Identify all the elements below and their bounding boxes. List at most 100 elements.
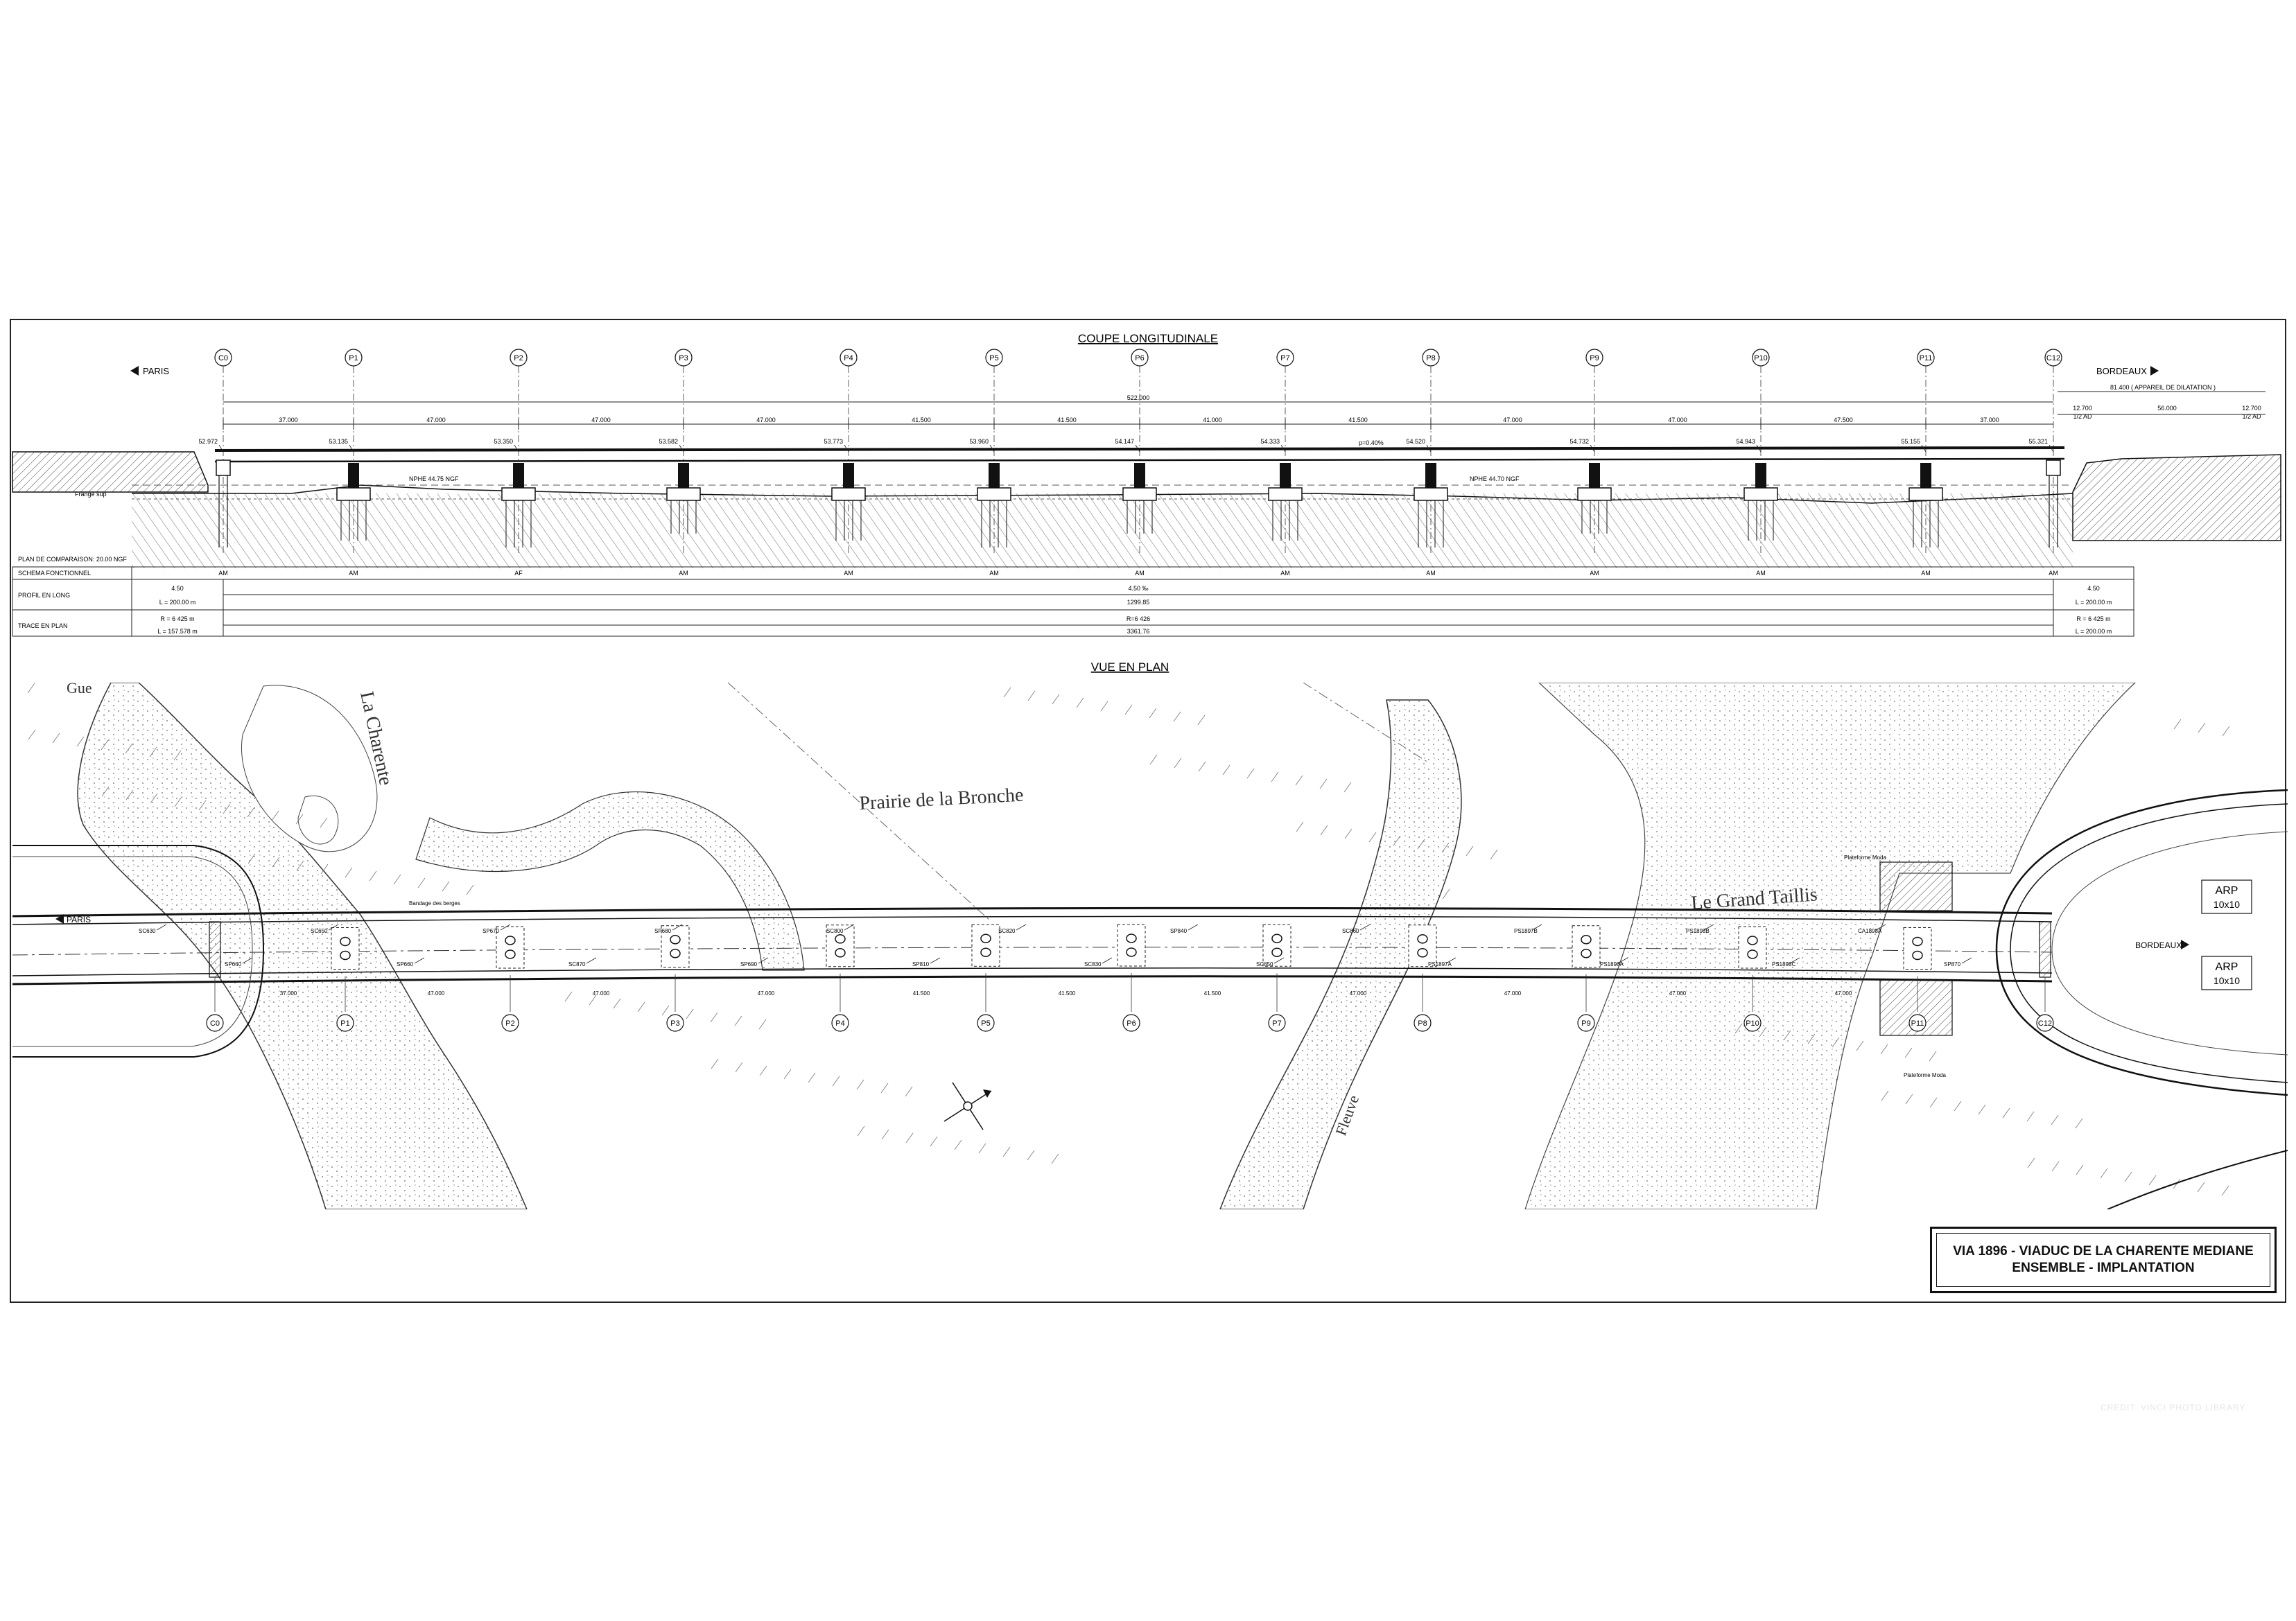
table-cell: AM: [1756, 570, 1766, 577]
deck-elevation: 54.520: [1406, 438, 1425, 445]
pier-column-plan: [1126, 934, 1137, 943]
plan-axis-label: P3: [670, 1019, 679, 1028]
spot-elevation-mark: [711, 1058, 719, 1069]
end-span-value: 12.700: [2242, 405, 2261, 412]
plan-axis-label: P1: [340, 1019, 349, 1028]
pier-column-plan: [1417, 934, 1428, 944]
dilatation-label: 81.400 ( APPAREIL DE DILATATION ): [2110, 384, 2216, 391]
spot-elevation-mark: [125, 743, 133, 754]
spot-elevation-mark: [1343, 782, 1352, 793]
spot-elevation-mark: [101, 739, 109, 751]
spot-elevation-mark: [783, 1069, 792, 1080]
table-cell-left: R = 6 425 m: [160, 615, 194, 622]
spot-elevation-mark: [2222, 726, 2230, 737]
title-block: VIA 1896 - VIADUC DE LA CHARENTE MEDIANE…: [1930, 1227, 2277, 1293]
table-cell-center: 3361.76: [1127, 628, 1150, 635]
deck-top: [214, 446, 2065, 452]
span-length: 37.000: [1980, 417, 1999, 423]
leader-line: [1135, 444, 1140, 453]
abutment-plan: [2039, 921, 2051, 978]
pier-footing: [977, 487, 1011, 501]
leader-line: [500, 924, 511, 931]
sounding-label: SP840: [1170, 928, 1188, 934]
spot-elevation-mark: [1807, 1033, 1816, 1044]
piers: [216, 459, 2061, 547]
spot-elevation-mark: [1905, 1094, 1913, 1105]
pier-footing-plan: [661, 925, 690, 968]
spot-elevation-mark: [149, 746, 157, 757]
table-cell-right: L = 200.00 m: [2076, 628, 2112, 635]
plan-span-length: 47.000: [1835, 990, 1852, 997]
section-direction-left: PARIS: [143, 366, 169, 376]
sounding-label: SP810: [912, 961, 930, 967]
sounding-label: SP870: [1944, 961, 1961, 967]
pier-shaft: [348, 463, 359, 488]
leader-line: [349, 444, 354, 453]
plan-axis-marker: [1122, 1014, 1140, 1032]
spot-elevation-mark: [759, 1065, 767, 1076]
spot-elevation-mark: [320, 817, 328, 828]
spot-elevation-mark: [1027, 690, 1036, 701]
abutment: [2046, 459, 2061, 476]
plan-axis-marker: [206, 1014, 224, 1032]
spot-elevation-mark: [686, 1008, 694, 1019]
leader-line: [679, 444, 684, 453]
island-left: [241, 685, 378, 852]
spot-elevation-mark: [2075, 1118, 2083, 1129]
pier-footing: [1743, 487, 1778, 501]
spot-elevation-mark: [320, 864, 329, 875]
axis-marker-label: P7: [1280, 354, 1289, 362]
plan-axis-label: P6: [1127, 1019, 1136, 1028]
sounding-label: PS1898A: [1600, 961, 1624, 967]
table-cell: AM: [1921, 570, 1931, 577]
pier-column-plan: [1747, 936, 1758, 945]
spot-elevation-mark: [881, 1129, 889, 1140]
leader-line: [1531, 924, 1542, 931]
spot-elevation-mark: [101, 786, 110, 797]
axis-marker-label: P2: [514, 354, 523, 362]
plan-direction-left: PARIS: [67, 915, 91, 925]
place-prairie: Prairie de la Bronche: [859, 785, 1024, 814]
span-length: 47.000: [591, 417, 611, 423]
left-embankment-plan: [12, 845, 265, 1058]
plan-title: VUE EN PLAN: [1091, 660, 1169, 674]
pier-footing-plan: [1738, 926, 1767, 969]
svg-text:10x10: 10x10: [2214, 975, 2240, 986]
sounding-label: SC820: [998, 928, 1016, 934]
leader-line: [1703, 924, 1714, 931]
leader-line: [586, 957, 597, 964]
plan-axis-label: P11: [1911, 1019, 1924, 1028]
spot-elevation-mark: [1076, 697, 1084, 708]
pier-column-plan: [835, 948, 846, 958]
pier-shaft: [1425, 463, 1436, 488]
ground-hatch: [132, 493, 2073, 568]
table-cell: AM: [1590, 570, 1599, 577]
section-title: COUPE LONGITUDINALE: [1078, 332, 1218, 345]
spot-elevation-mark: [564, 991, 573, 1002]
plan-axis-label: P8: [1418, 1019, 1427, 1028]
sounding-label: SC860: [1342, 928, 1359, 934]
plan-span-length: 41.500: [1059, 990, 1076, 997]
leader-line: [1756, 444, 1762, 453]
pier-shaft: [513, 463, 524, 488]
deck-elevation: 54.732: [1569, 438, 1589, 445]
plan-axis-label: P4: [835, 1019, 844, 1028]
table-cell: AM: [349, 570, 358, 577]
deck-elevation: 53.960: [969, 438, 989, 445]
axis-marker-label: P8: [1426, 354, 1435, 362]
table-cell-right: 4.50: [2087, 585, 2100, 592]
spot-elevation-mark: [880, 1083, 889, 1094]
pier-shaft: [989, 463, 1000, 488]
plan-axis-marker: [1414, 1014, 1432, 1032]
span-length: 37.000: [279, 417, 298, 423]
sounding-label: SP670: [482, 928, 500, 934]
svg-text:ARP: ARP: [2216, 885, 2238, 897]
leader-line: [1445, 957, 1456, 964]
leader-line: [1875, 924, 1886, 931]
span-length: 41.500: [1348, 417, 1368, 423]
section-total-length: 522.000: [1127, 394, 1150, 401]
